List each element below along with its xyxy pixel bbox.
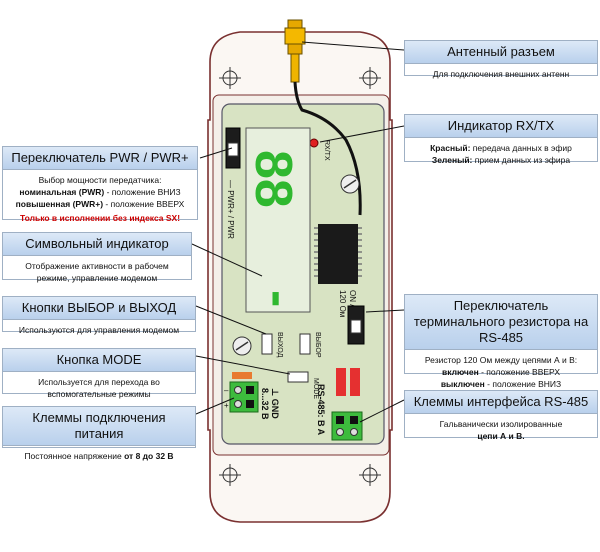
- select-button[interactable]: [299, 333, 311, 355]
- rs485-board-label: RS-485: B A: [316, 384, 326, 436]
- mount-hole-br: [359, 464, 381, 486]
- antenna-cable: [293, 81, 362, 216]
- pwr-note: Только в исполнении без индекса SX!: [19, 213, 181, 223]
- callout-rs485-title: Клеммы интерфейса RS-485: [405, 391, 597, 414]
- callout-terminator: Переключатель терминального резистора на…: [404, 294, 598, 389]
- screw-bottom: [232, 336, 252, 356]
- callout-mode-body: Используется для перехода во вспомогател…: [38, 377, 160, 399]
- terminator-off-label: выключен: [440, 379, 485, 389]
- rxtx-led: [309, 138, 319, 148]
- select-board-label: ВЫБОР: [314, 332, 321, 358]
- power-minus-sign: –: [224, 386, 229, 395]
- rxtx-red-text: передача данных в эфир: [470, 143, 572, 153]
- display-minus: -: [250, 290, 308, 307]
- callout-rs485: Клеммы интерфейса RS-485 Гальванически и…: [404, 390, 598, 441]
- rs485-line1: Гальванически изолированные: [439, 419, 563, 429]
- ohm-board-label: 120 Ом: [338, 290, 347, 317]
- terminator-on-text: - положение ВВЕРХ: [478, 367, 560, 377]
- rxtx-red-label: Красный:: [430, 143, 471, 153]
- power-plus-sign: +: [224, 401, 229, 410]
- rxtx-green-text: прием данных из эфира: [472, 155, 571, 165]
- pwr-nominal-text: - положение ВНИЗ: [104, 187, 181, 197]
- rxtx-board-label: RX/TX: [323, 140, 330, 161]
- callout-buttons-body: Используются для управления модемом: [18, 325, 180, 335]
- callout-terminator-title: Переключатель терминального резистора на…: [405, 295, 597, 350]
- display-digits: 88: [244, 150, 302, 208]
- terminator-switch-knob: [350, 319, 362, 334]
- callout-power-title: Клеммы подключения питания: [3, 407, 195, 446]
- mount-hole-tl: [219, 67, 241, 89]
- callout-antenna: Антенный разъем Для подключения внешних …: [404, 40, 598, 79]
- callout-antenna-body: Для подключения внешних антенн: [432, 69, 570, 79]
- mode-button[interactable]: [287, 371, 309, 383]
- volt-board-label: 8...32 В: [260, 388, 270, 420]
- callout-pwr-title: Переключатель PWR / PWR+: [3, 147, 197, 170]
- terminator-off-text: - положение ВНИЗ: [484, 379, 562, 389]
- red-jumper-2: [350, 368, 360, 396]
- callout-mode: Кнопка MODE Используется для перехода во…: [2, 348, 196, 399]
- orange-strip: [232, 372, 252, 379]
- pwr-switch-knob: [227, 142, 239, 157]
- exit-button[interactable]: [261, 333, 273, 355]
- leader-lines: [191, 41, 405, 423]
- rs485-line2: цепи А и В.: [477, 431, 525, 441]
- display-window: [245, 127, 311, 313]
- callout-power: Клеммы подключения питания Постоянное на…: [2, 406, 196, 461]
- mount-hole-tr: [359, 67, 381, 89]
- callout-rxtx-title: Индикатор RX/TX: [405, 115, 597, 138]
- callout-pwr-switch: Переключатель PWR / PWR+ Выбор мощности …: [2, 146, 198, 223]
- pwr-high-text: - положение ВВЕРХ: [103, 199, 185, 209]
- callout-buttons-title: Кнопки ВЫБОР и ВЫХОД: [3, 297, 195, 320]
- terminator-line1: Резистор 120 Ом между цепями А и В:: [424, 355, 578, 365]
- callout-display-title: Символьный индикатор: [3, 233, 191, 256]
- mount-hole-bl: [219, 464, 241, 486]
- pwr-nominal-label: номинальная (PWR): [19, 187, 105, 197]
- terminator-on-label: включен: [441, 367, 479, 377]
- pwr-line1: Выбор мощности передатчика:: [38, 175, 162, 185]
- screw: [340, 174, 360, 194]
- callout-buttons: Кнопки ВЫБОР и ВЫХОД Используются для уп…: [2, 296, 196, 335]
- mode-board-label: MODE: [312, 378, 319, 399]
- ic-chip: [314, 224, 362, 284]
- rxtx-green-label: Зеленый:: [431, 155, 473, 165]
- callout-antenna-title: Антенный разъем: [405, 41, 597, 64]
- red-jumper-1: [336, 368, 346, 396]
- callout-rxtx: Индикатор RX/TX Красный: передача данных…: [404, 114, 598, 165]
- power-body-bold: от 8 до 32 В: [124, 451, 174, 461]
- power-terminal: [229, 381, 259, 413]
- exit-board-label: ВЫХОД: [276, 332, 283, 358]
- callout-display-body: Отображение активности в рабочем режиме,…: [25, 261, 169, 283]
- power-body-prefix: Постоянное напряжение: [24, 451, 125, 461]
- gnd-board-label: ⊥ GND: [270, 388, 280, 419]
- rs485-terminal: [331, 411, 363, 441]
- pwr-board-label: — PWR+ / PWR: [226, 180, 235, 239]
- antenna-connector: [284, 19, 306, 83]
- pwr-high-label: повышенная (PWR+): [15, 199, 104, 209]
- callout-display: Символьный индикатор Отображение активно…: [2, 232, 192, 283]
- callout-mode-title: Кнопка MODE: [3, 349, 195, 372]
